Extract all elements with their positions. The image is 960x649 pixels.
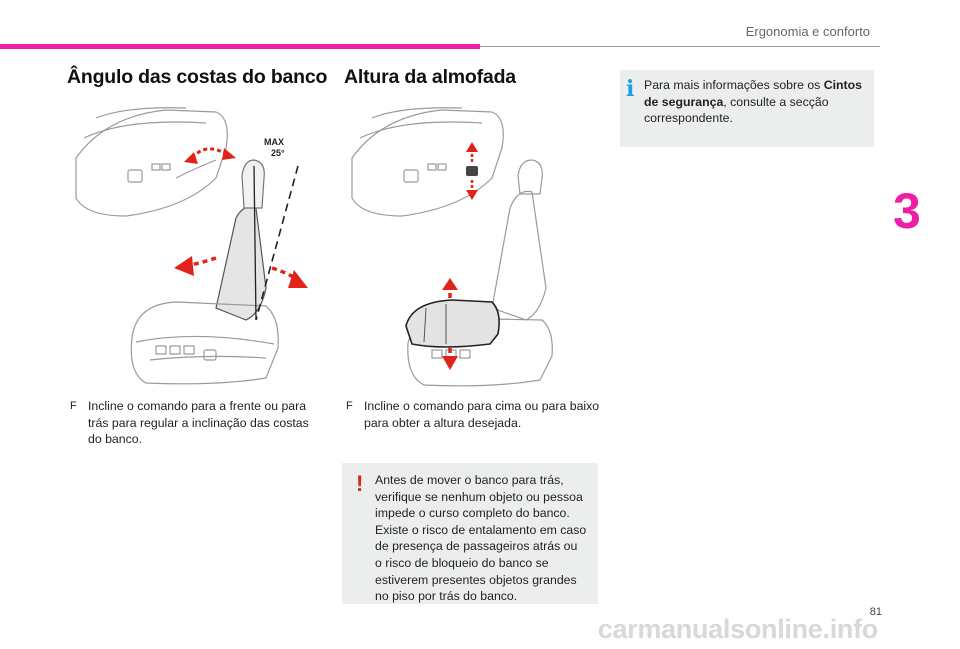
header-accent-bar <box>0 44 480 49</box>
chapter-number: 3 <box>893 183 921 239</box>
angle-label: 25° <box>271 148 285 158</box>
info-box: i Para mais informações sobre os Cintos … <box>620 70 874 147</box>
seat-cushion-height-illustration <box>351 107 553 387</box>
watermark: carmanualsonline.info <box>597 614 879 644</box>
backrest-bullet: F Incline o comando para a frente ou par… <box>70 398 325 448</box>
info-text-after: , consulte a secção correspondente. <box>644 94 829 126</box>
backrest-angle-heading: Ângulo das costas do banco <box>67 66 328 88</box>
max-label: MAX <box>264 137 284 147</box>
page-number: 81 <box>869 606 882 618</box>
header-divider <box>480 46 880 47</box>
bullet-marker: F <box>70 400 77 412</box>
info-text: Para mais informações sobre os Cintos de… <box>644 77 866 127</box>
seatbelts-link-text: Cintos de segurança <box>644 78 863 109</box>
section-title: Ergonomia e conforto <box>745 24 870 39</box>
warning-exclamation-icon: ! <box>356 471 364 496</box>
bullet-marker: F <box>346 400 353 412</box>
info-icon: i <box>626 76 635 102</box>
cushion-bullet: F Incline o comando para cima ou para ba… <box>346 398 601 431</box>
info-text-before: Para mais informações sobre os <box>644 78 824 92</box>
backrest-instruction: Incline o comando para a frente ou para … <box>88 399 309 446</box>
seat-backrest-angle-illustration: MAX 25° <box>75 107 308 385</box>
warning-text: Antes de mover o banco para trás, verifi… <box>375 473 587 604</box>
warning-box: ! Antes de mover o banco para trás, veri… <box>342 463 598 604</box>
cushion-height-heading: Altura da almofada <box>344 66 516 88</box>
cushion-instruction: Incline o comando para cima ou para baix… <box>364 399 600 430</box>
